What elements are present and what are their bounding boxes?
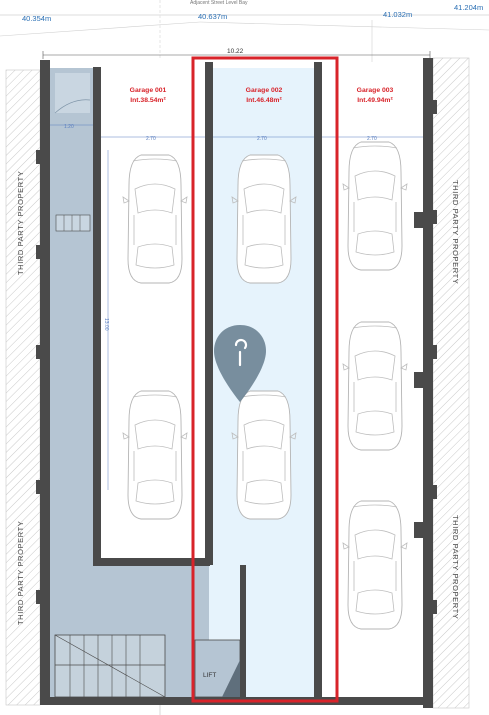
right-outer-wall <box>423 58 433 708</box>
bay-1-width-label: 2.70 <box>146 136 156 142</box>
garage-002-name: Garage 002 <box>246 87 283 94</box>
ramp-width-label: 1.20 <box>64 124 74 130</box>
car-garage-003-upper <box>342 141 408 271</box>
lift-wall <box>240 565 246 697</box>
third-party-left-hatch <box>5 69 41 706</box>
wall-garage2-garage3 <box>314 62 322 698</box>
bay-2-width-label: 2.70 <box>257 136 267 142</box>
wall-garage1-bottom <box>93 558 210 566</box>
garage-002-area: Int.46.48m² <box>246 97 282 104</box>
garage-002-selection-outline[interactable] <box>191 56 339 703</box>
wall-garage1-garage2 <box>205 62 213 565</box>
garage-001-name: Garage 001 <box>130 87 167 94</box>
garage-003-area: Int.49.94m² <box>357 97 393 104</box>
car-garage-003-middle <box>342 321 408 451</box>
ramp-length-label: 13.00 <box>103 318 109 331</box>
location-pin-icon[interactable] <box>214 325 266 402</box>
third-party-left-upper: THIRD PARTY PROPERTY <box>16 171 25 275</box>
top-note: Adjacent Street Level Bay <box>190 0 248 6</box>
bay-3-width-label: 2.70 <box>367 136 377 142</box>
overall-width-label: 10.22 <box>227 48 244 55</box>
left-outer-wall <box>40 60 50 705</box>
third-party-right-lower: THIRD PARTY PROPERTY <box>451 515 460 619</box>
lower-steps <box>55 214 91 232</box>
third-party-right-hatch <box>432 57 470 709</box>
third-party-right-upper: THIRD PARTY PROPERTY <box>451 180 460 284</box>
elevation-center: 40.637m <box>198 12 227 21</box>
elevation-right: 41.032m <box>383 10 412 19</box>
third-party-left-lower: THIRD PARTY PROPERTY <box>16 521 25 625</box>
garage-003-name: Garage 003 <box>357 87 394 94</box>
car-garage-002-upper <box>231 154 297 284</box>
elevation-left: 40.354m <box>22 14 51 23</box>
elevation-far-right: 41.204m <box>454 3 483 12</box>
car-garage-003-lower <box>342 500 408 630</box>
ramp-entry <box>55 73 90 113</box>
lift: LIFT <box>194 639 241 698</box>
wall-ramp-garage1 <box>93 67 101 565</box>
car-garage-001-lower <box>122 390 188 520</box>
car-garage-002-lower <box>231 390 297 520</box>
lift-label: LIFT <box>203 672 216 679</box>
garage-001-area: Int.38.54m² <box>130 97 166 104</box>
staircase <box>54 634 166 698</box>
car-garage-001-upper <box>122 154 188 284</box>
site-line <box>0 21 201 37</box>
